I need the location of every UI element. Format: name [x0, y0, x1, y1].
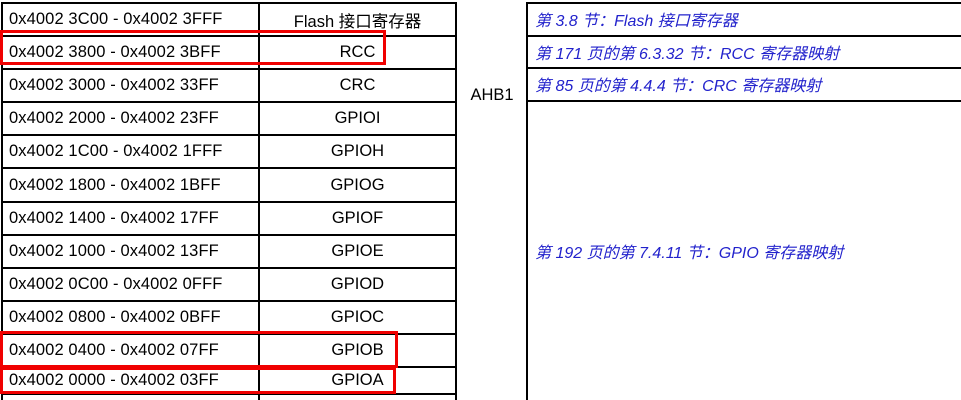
- address-range-cell: 0x4002 0400 - 0x4002 07FF: [3, 334, 260, 367]
- address-range-cell: [3, 395, 260, 400]
- peripheral-name-cell: Flash 接口寄存器: [260, 4, 457, 36]
- reference-row: 第 171 页的第 6.3.32 节：RCC 寄存器映射: [528, 37, 961, 70]
- address-range-cell: 0x4002 1800 - 0x4002 1BFF: [3, 169, 260, 201]
- table-row: 0x4002 2000 - 0x4002 23FF GPIOI: [3, 103, 457, 137]
- table-row: 0x4002 0400 - 0x4002 07FF GPIOB: [3, 334, 457, 369]
- table-row: 0x4002 3800 - 0x4002 3BFF RCC: [3, 37, 457, 71]
- table-row: 0x4002 1000 - 0x4002 13FF GPIOE: [3, 235, 457, 269]
- reference-link-crc[interactable]: 第 85 页的第 4.4.4 节：CRC 寄存器映射: [535, 78, 822, 96]
- peripheral-name-cell: RCC: [260, 37, 457, 69]
- table-row: 0x4002 3000 - 0x4002 33FF CRC: [3, 70, 457, 104]
- peripheral-name-cell: GPIOB: [260, 334, 457, 367]
- reference-links-panel: 第 3.8 节：Flash 接口寄存器 第 171 页的第 6.3.32 节：R…: [526, 2, 961, 400]
- table-row: 0x4002 0C00 - 0x4002 0FFF GPIOD: [3, 268, 457, 302]
- peripheral-name-cell: GPIOD: [260, 268, 457, 300]
- address-range-cell: 0x4002 0000 - 0x4002 03FF: [3, 368, 260, 394]
- table-row: 0x4002 0800 - 0x4002 0BFF GPIOC: [3, 301, 457, 335]
- reference-row: 第 85 页的第 4.4.4 节：CRC 寄存器映射: [528, 69, 961, 102]
- address-range-cell: 0x4002 3800 - 0x4002 3BFF: [3, 37, 260, 69]
- reference-link-rcc[interactable]: 第 171 页的第 6.3.32 节：RCC 寄存器映射: [535, 45, 840, 63]
- peripheral-name-cell: CRC: [260, 70, 457, 102]
- reference-link-gpio[interactable]: 第 192 页的第 7.4.11 节：GPIO 寄存器映射: [535, 244, 844, 262]
- table-row: 0x4002 1400 - 0x4002 17FF GPIOF: [3, 202, 457, 236]
- address-range-cell: 0x4002 1400 - 0x4002 17FF: [3, 202, 260, 234]
- table-row: 0x4002 3C00 - 0x4002 3FFF Flash 接口寄存器: [3, 4, 457, 38]
- reference-row: 第 3.8 节：Flash 接口寄存器: [528, 4, 961, 37]
- peripheral-name-cell: GPIOH: [260, 136, 457, 168]
- table-row: 0x4002 0000 - 0x4002 03FF GPIOA: [3, 368, 457, 396]
- address-range-cell: 0x4002 0C00 - 0x4002 0FFF: [3, 268, 260, 300]
- peripheral-name-cell: GPIOG: [260, 169, 457, 201]
- peripheral-name-cell: GPIOA: [260, 368, 457, 394]
- address-range-cell: 0x4002 0800 - 0x4002 0BFF: [3, 301, 260, 333]
- table-row: 0x4002 1C00 - 0x4002 1FFF GPIOH: [3, 136, 457, 170]
- memory-map-table: 0x4002 3C00 - 0x4002 3FFF Flash 接口寄存器 0x…: [1, 2, 457, 400]
- peripheral-name-cell: GPIOC: [260, 301, 457, 333]
- peripheral-name-cell: GPIOF: [260, 202, 457, 234]
- peripheral-name-cell: GPIOE: [260, 235, 457, 267]
- table-row: 0x4002 1800 - 0x4002 1BFF GPIOG: [3, 169, 457, 203]
- table-row-clipped: [3, 395, 457, 400]
- reference-link-flash[interactable]: 第 3.8 节：Flash 接口寄存器: [535, 13, 738, 31]
- peripheral-name-cell: GPIOI: [260, 103, 457, 135]
- reference-row: 第 192 页的第 7.4.11 节：GPIO 寄存器映射: [528, 102, 961, 400]
- address-range-cell: 0x4002 1C00 - 0x4002 1FFF: [3, 136, 260, 168]
- peripheral-name-cell: [260, 395, 457, 400]
- bus-label-ahb1: AHB1: [470, 86, 514, 104]
- address-range-cell: 0x4002 1000 - 0x4002 13FF: [3, 235, 260, 267]
- address-range-cell: 0x4002 2000 - 0x4002 23FF: [3, 103, 260, 135]
- address-range-cell: 0x4002 3000 - 0x4002 33FF: [3, 70, 260, 102]
- address-range-cell: 0x4002 3C00 - 0x4002 3FFF: [3, 4, 260, 36]
